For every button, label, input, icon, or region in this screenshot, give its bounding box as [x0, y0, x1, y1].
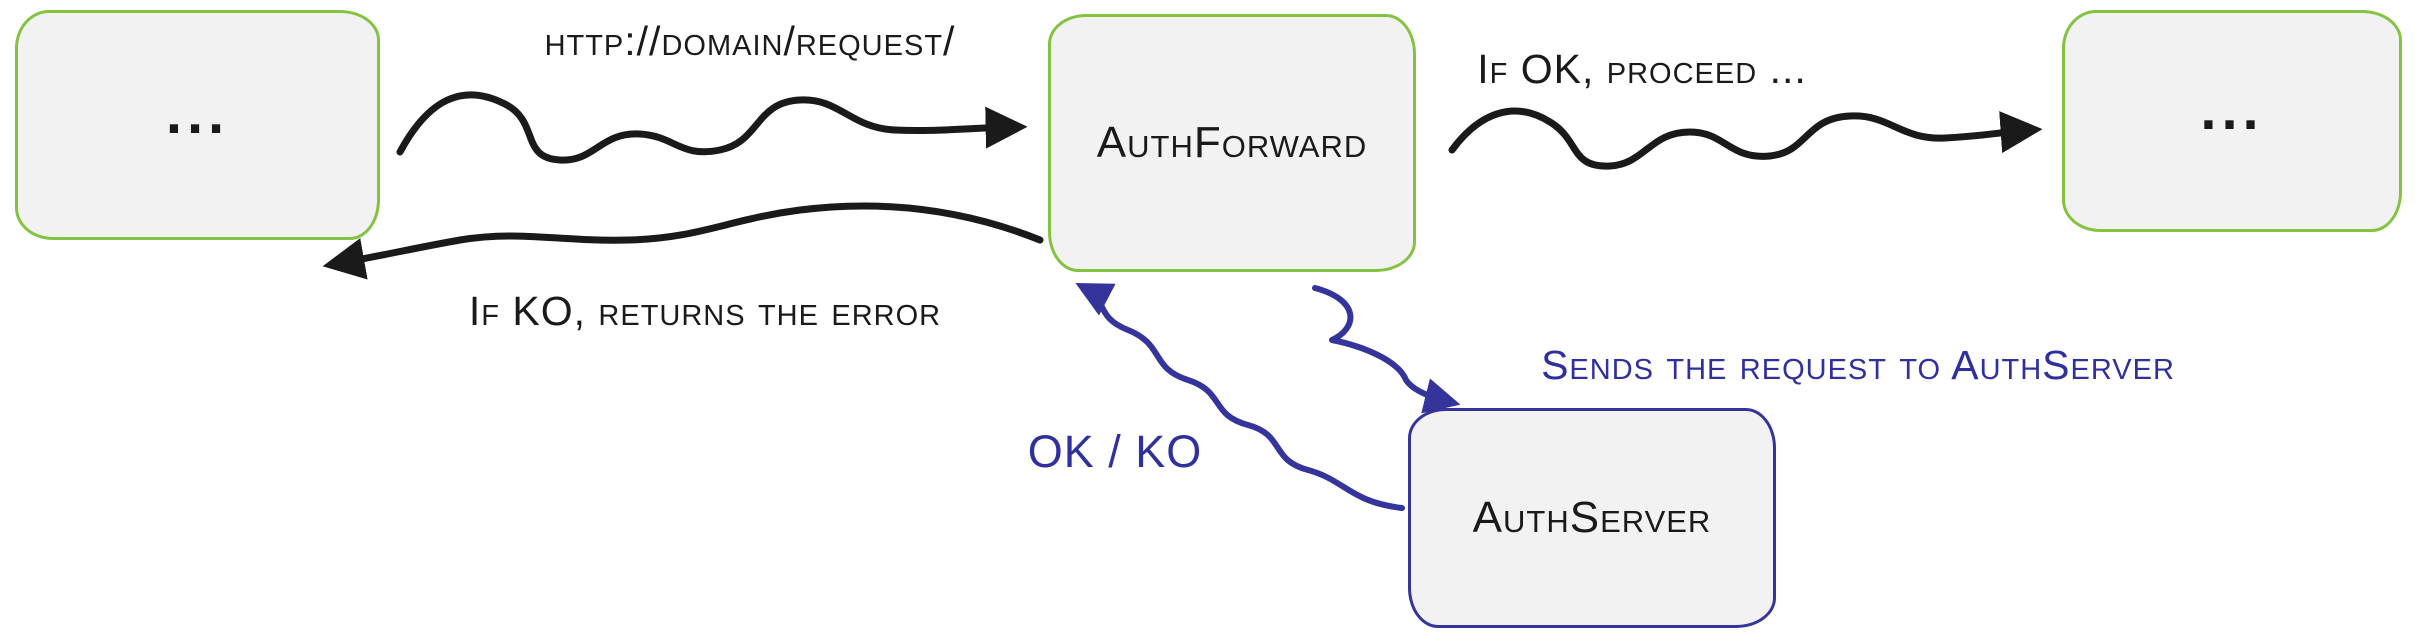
sends-request-label: Sends the request to AuthServer — [1541, 342, 2175, 388]
ok-ko-label: OK / KO — [1027, 426, 1203, 477]
node-auth-server: AuthServer — [1408, 408, 1776, 628]
ok-proceed-arrow — [1448, 107, 2043, 170]
node-auth-forward: AuthForward — [1048, 14, 1416, 272]
request-arrow — [396, 91, 1028, 164]
node-auth-server-label: AuthServer — [1472, 493, 1712, 542]
request-url-label: http://domain/request/ — [544, 18, 956, 64]
node-client-left-label: ... — [165, 81, 230, 147]
node-client-right-label: ... — [2200, 77, 2264, 143]
ok-proceed-label: If OK, proceed ... — [1477, 46, 1807, 92]
ko-error-label: If KO, returns the error — [468, 288, 942, 334]
node-auth-forward-label: AuthForward — [1096, 118, 1368, 167]
ko-return-arrow — [322, 202, 1044, 280]
node-client-left: ... — [15, 10, 380, 240]
sends-request-arrow — [1312, 285, 1461, 414]
node-client-right: ... — [2062, 10, 2402, 232]
